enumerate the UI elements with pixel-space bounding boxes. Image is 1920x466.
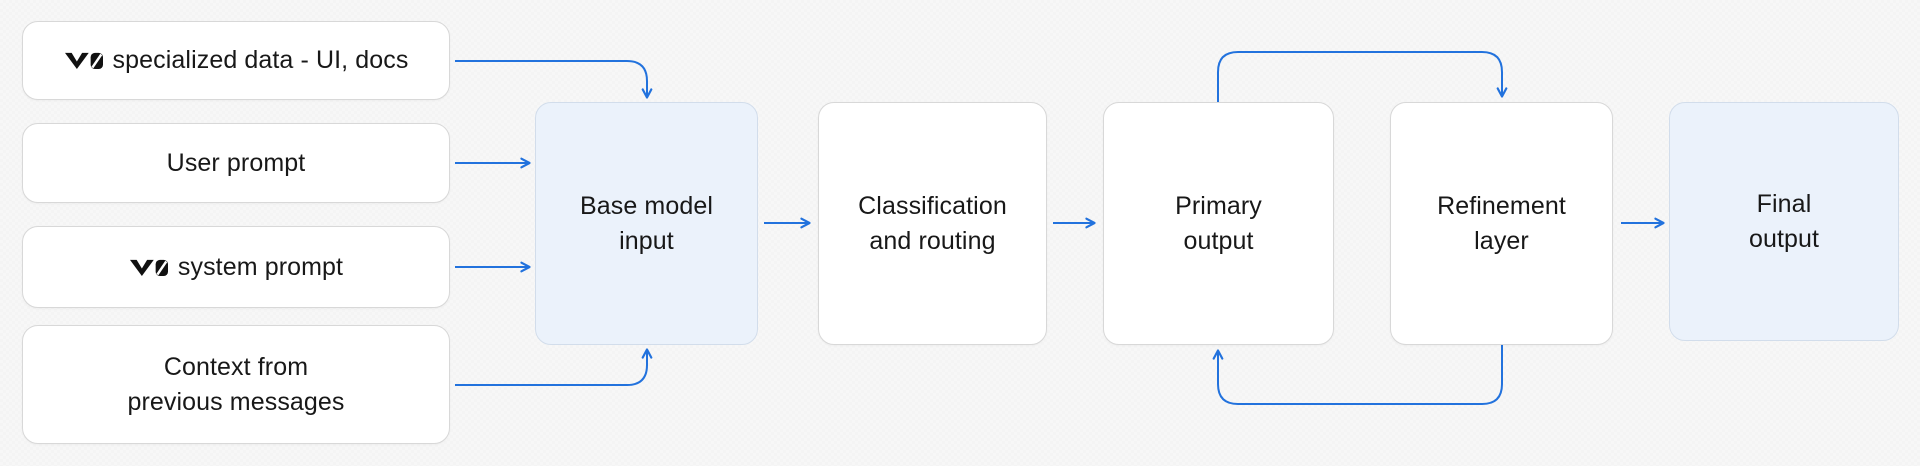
v0-logo-icon xyxy=(64,52,103,70)
input-label: specialized data - UI, docs xyxy=(112,46,409,74)
input-node-system-prompt: system prompt xyxy=(22,226,450,308)
v0-logo-icon xyxy=(129,259,168,276)
stage-label-line2: layer xyxy=(1474,226,1529,255)
input-label-line1: Context from xyxy=(163,352,309,381)
input-node-user-prompt: User prompt xyxy=(22,123,450,203)
stage-node-base-model-input: Base model input xyxy=(535,102,758,345)
stage-label-line1: Classification xyxy=(858,191,1007,220)
stage-label-line2: output xyxy=(1183,226,1254,255)
input-node-context: Context from previous messages xyxy=(22,325,450,444)
stage-node-final-output: Final output xyxy=(1669,102,1899,341)
stage-label-line2: input xyxy=(619,226,674,255)
input-label: User prompt xyxy=(166,148,306,177)
input-label-line2: previous messages xyxy=(127,387,345,416)
stage-label-line1: Refinement xyxy=(1437,191,1566,220)
stage-node-classification-routing: Classification and routing xyxy=(818,102,1047,345)
arrow-primary-to-refinement-loop-top xyxy=(1217,51,1508,102)
stage-label-line2: and routing xyxy=(869,226,996,255)
arrow-refinement-to-primary-loop-bottom xyxy=(1212,345,1503,405)
stage-label-line1: Base model xyxy=(579,191,714,220)
input-label: system prompt xyxy=(177,252,344,281)
arrow-context-to-base-model xyxy=(455,348,653,386)
stage-node-refinement-layer: Refinement layer xyxy=(1390,102,1613,345)
stage-label-line1: Primary xyxy=(1175,191,1262,220)
stage-label-line2: output xyxy=(1748,224,1820,253)
stage-label-line1: Final xyxy=(1756,189,1812,218)
stage-node-primary-output: Primary output xyxy=(1103,102,1334,345)
input-node-specialized-data: specialized data - UI, docs xyxy=(22,21,450,100)
arrow-specialized-data-to-base-model xyxy=(455,60,653,99)
